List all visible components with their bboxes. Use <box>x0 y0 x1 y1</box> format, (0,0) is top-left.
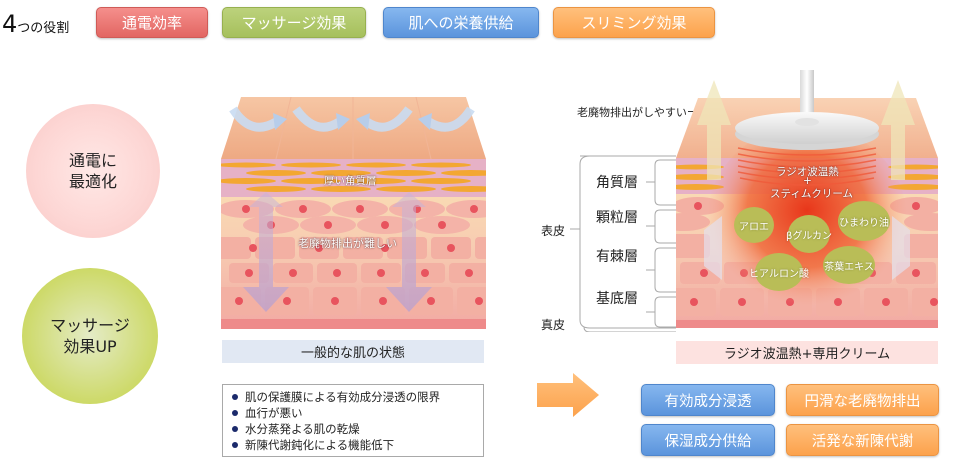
dermis-label: 真皮 <box>541 318 566 332</box>
ingredient-sunflower-oil: ひまわり油 <box>838 201 890 241</box>
plus-label: + <box>803 175 812 187</box>
title-number: 4 <box>2 10 18 38</box>
cream-label: スティムクリーム <box>770 188 854 200</box>
blocked-arrows <box>243 192 432 312</box>
penetration-arrows <box>704 216 910 280</box>
skin-cross-section <box>221 97 486 329</box>
issues-list: 肌の保護膜による有効成分浸透の限界 血行が悪い 水分蒸発よる肌の乾燥 新陳代謝鈍… <box>222 384 484 457</box>
waste-difficult-label: 老廃物排出が難しい <box>298 237 397 250</box>
issue-item: 血行が悪い <box>231 405 483 421</box>
layer-spinous: 有棘層 <box>596 249 638 265</box>
ingredient-beta-glucan: βグルカン <box>786 215 832 253</box>
transition-arrow-icon <box>537 373 599 417</box>
issue-item: 水分蒸発よる肌の乾燥 <box>231 421 483 437</box>
layer-granular: 顆粒層 <box>596 210 638 226</box>
role-badge-conductivity[interactable]: 通電効率 <box>96 7 208 38</box>
cell-nuclei <box>235 205 483 305</box>
evaporation-arrowheads <box>273 113 432 130</box>
benefit-waste-removal[interactable]: 円滑な老廃物排出 <box>786 384 939 416</box>
epidermis-label: 表皮 <box>541 224 566 238</box>
issue-item: 肌の保護膜による有効成分浸透の限界 <box>231 389 483 405</box>
title-text: つの役割 <box>17 21 70 36</box>
circle-line: マッサージ <box>50 316 130 335</box>
ingredient-aloe: アロエ <box>734 207 774 243</box>
benefit-penetration[interactable]: 有効成分浸透 <box>641 384 775 416</box>
benefit-metabolism[interactable]: 活発な新陳代謝 <box>786 424 939 456</box>
issue-item: 新陳代謝鈍化による機能低下 <box>231 437 483 453</box>
normal-skin-illustration: 厚い角質層 老廃物排出が難しい <box>221 97 486 329</box>
role-badge-slimming[interactable]: スリミング効果 <box>553 7 715 38</box>
role-badge-massage[interactable]: マッサージ効果 <box>222 7 366 38</box>
device-handle <box>800 70 814 120</box>
heat-rings <box>737 147 877 186</box>
treated-skin-illustration: ラジオ波温熱 + スティムクリーム アロエ βグルカン ひまわり油 ヒアルロン酸… <box>676 70 938 328</box>
device-head <box>735 112 879 144</box>
circle-line: 最適化 <box>68 172 117 191</box>
circle-line: 効果UP <box>63 337 117 356</box>
rf-heat-label: ラジオ波温熱 <box>776 166 839 178</box>
layer-corneum: 角質層 <box>596 175 638 191</box>
treatment-caption: ラジオ波温熱+専用クリーム <box>676 341 938 364</box>
circle-line: 通電に <box>68 151 117 170</box>
benefit-moisture[interactable]: 保湿成分供給 <box>641 424 775 456</box>
feature-circle-conductivity: 通電に 最適化 <box>26 104 160 238</box>
horny-layer <box>221 162 486 192</box>
page-title: 4つの役割 <box>2 10 69 38</box>
thick-horny-layer-label: 厚い角質層 <box>324 175 377 187</box>
ingredient-tea-extract: 茶葉エキス <box>823 246 875 284</box>
waste-out-arrows <box>697 80 915 180</box>
feature-circle-massage: マッサージ 効果UP <box>22 268 158 404</box>
evaporation-arrows <box>229 106 475 132</box>
normal-skin-caption: 一般的な肌の状態 <box>222 340 484 363</box>
dermis-band <box>221 319 486 329</box>
layer-basal: 基底層 <box>596 291 638 307</box>
waste-easy-callout: 老廃物排出がしやすい <box>577 106 687 119</box>
dermis-band <box>676 320 938 328</box>
role-badge-nutrition[interactable]: 肌への栄養供給 <box>383 7 539 38</box>
ingredient-hyaluronic-acid: ヒアルロン酸 <box>749 253 809 291</box>
